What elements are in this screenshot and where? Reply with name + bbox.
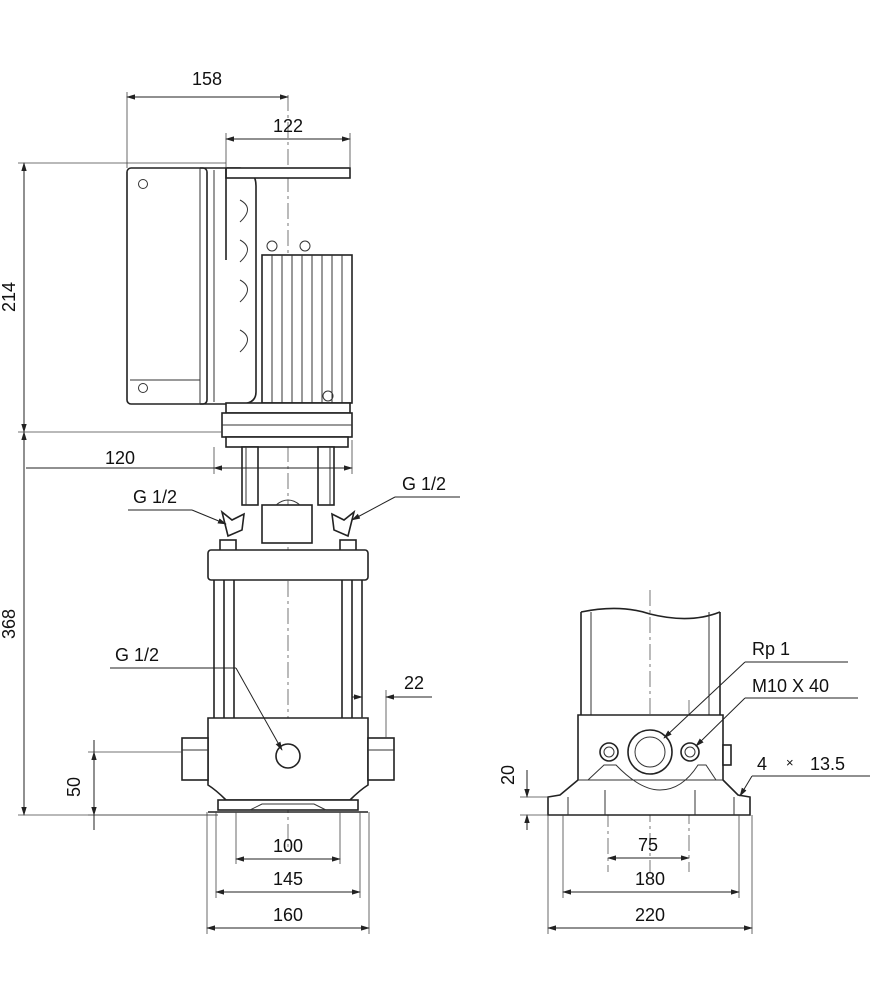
motor-stool (219, 402, 357, 553)
callout-holes-diameter: 13.5 (810, 754, 845, 774)
dim-368: 368 (0, 609, 19, 639)
screw-icon (138, 383, 148, 393)
top-plate (207, 549, 369, 581)
motor-housing (225, 167, 353, 404)
callout-rp1: Rp 1 (752, 639, 790, 659)
dim-20: 20 (498, 765, 518, 785)
dim-214: 214 (0, 282, 19, 312)
pump-sleeve (213, 580, 363, 718)
dim-145: 145 (273, 869, 303, 889)
callout-drain: G 1/2 (115, 645, 159, 665)
callout-left-vent: G 1/2 (133, 487, 177, 507)
callout-m10: M10 X 40 (752, 676, 829, 696)
front-view: 20 75 180 220 Rp 1 M10 X 40 4 × 13.5 (498, 590, 870, 934)
dim-220: 220 (635, 905, 665, 925)
screw-icon (138, 179, 148, 189)
dim-75: 75 (638, 835, 658, 855)
dim-100: 100 (273, 836, 303, 856)
dim-158: 158 (192, 69, 222, 89)
dim-120: 120 (105, 448, 135, 468)
dim-160: 160 (273, 905, 303, 925)
bolt-icon (680, 742, 700, 762)
pump-base (181, 717, 395, 813)
dim-180: 180 (635, 869, 665, 889)
dim-50: 50 (64, 777, 84, 797)
side-view: 158 122 214 120 368 50 22 (0, 69, 460, 934)
dim-122: 122 (273, 116, 303, 136)
dim-22: 22 (404, 673, 424, 693)
callout-right-vent: G 1/2 (402, 474, 446, 494)
port-icon (627, 729, 673, 775)
callout-holes-times: × (786, 755, 794, 770)
callout-holes-count: 4 (757, 754, 767, 774)
bolt-icon (599, 742, 619, 762)
control-box (126, 167, 257, 405)
drain-plug-icon (275, 743, 301, 769)
